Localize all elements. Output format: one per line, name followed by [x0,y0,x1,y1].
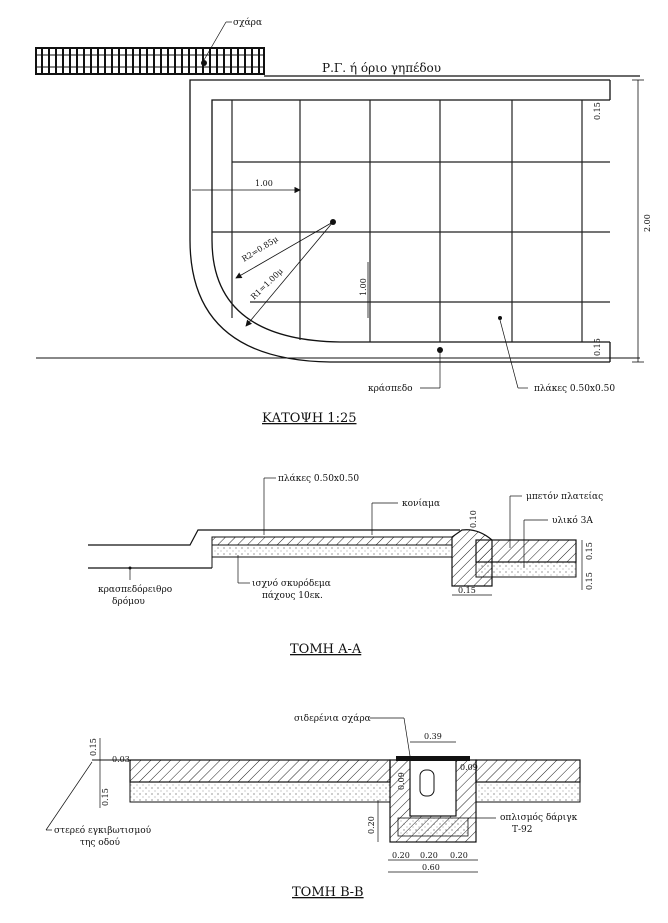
plan-dim-vertical: 1.00 [359,278,368,296]
section-a-dim-top: 0.10 [469,510,478,528]
section-b-dim-left-015: 0.15 [89,738,98,756]
material-3a-label: υλικό 3Α [552,515,593,526]
concrete-square-label: μπετόν πλατείας [526,491,603,502]
section-b-dim-seg-3: 0.20 [450,851,468,860]
plan-title: ΚΑΤΟΨΗ 1:25 [262,411,357,426]
plan-dim-horizontal: 1.00 [255,179,273,188]
section-b-dim-bottom-height: 0.20 [367,816,376,834]
plan-dim-bottom-right: 0.15 [593,338,602,356]
section-b-dim-seg-1: 0.20 [392,851,410,860]
section-b-dim-channel-2: 0.09 [460,763,478,772]
lean-concrete-label-2: πάχους 10εκ. [262,590,323,601]
section-a-dim-bottom: 0.15 [458,586,476,595]
kerb-road-label-2: δρόμου [112,596,145,607]
section-b-dim-channel: 0.09 [397,772,406,790]
plan-view: σχάρα Ρ.Γ. ή όριο γηπέδου 2.00 [35,17,652,426]
plan-tiles-label: πλάκες 0.50x0.50 [534,383,615,394]
section-b-dim-top-width: 0.39 [424,732,442,741]
hardcore-label-1: στερεό εγκιβωτισμού [54,825,152,836]
section-a-tiles-label: πλάκες 0.50x0.50 [278,473,359,484]
section-a-view: πλάκες 0.50x0.50 κονίαμα μπετόν πλατείας… [88,473,603,657]
rebar-label-1: οπλισμός δάριγκ [500,812,578,823]
hardcore-label-2: της οδού [80,837,121,848]
section-a-title: ΤΟΜΗ Α-Α [290,642,362,657]
section-b-dim-left-003: 0.03 [112,755,130,764]
tile-grid [212,100,610,342]
mortar-label: κονίαμα [402,498,440,509]
section-a-dim-right: 0.15 [585,572,594,590]
radius-r2-label: R2=0.85μ [240,234,279,263]
section-b-dim-total: 0.60 [422,863,440,872]
boundary-label: Ρ.Γ. ή όριο γηπέδου [322,61,441,75]
curb-label: κράσπεδο [368,383,413,394]
lean-concrete-label-1: ισχνό σκυρόδεμα [252,578,331,589]
section-b-dim-left-2: 0.15 [101,788,110,806]
radius-r1-label: R1=1.00μ [249,267,285,302]
section-b-view: σιδερένια σχάρα 0.39 0.15 0.03 0.15 0.09… [45,713,581,900]
plan-dim-right: 2.00 [643,214,652,232]
iron-grate-label: σιδερένια σχάρα [294,713,371,724]
rebar-label-2: Τ-92 [512,825,533,835]
kerb-road-label-1: κρασπεδόρειθρο [98,584,172,595]
grate-drawing [35,47,265,75]
grate-label: σχάρα [233,17,262,28]
plan-dim-top-right: 0.15 [593,102,602,120]
section-b-title: ΤΟΜΗ Β-Β [292,885,364,900]
section-a-dim-right-2: 0.15 [585,542,594,560]
section-b-dim-seg-2: 0.20 [420,851,438,860]
